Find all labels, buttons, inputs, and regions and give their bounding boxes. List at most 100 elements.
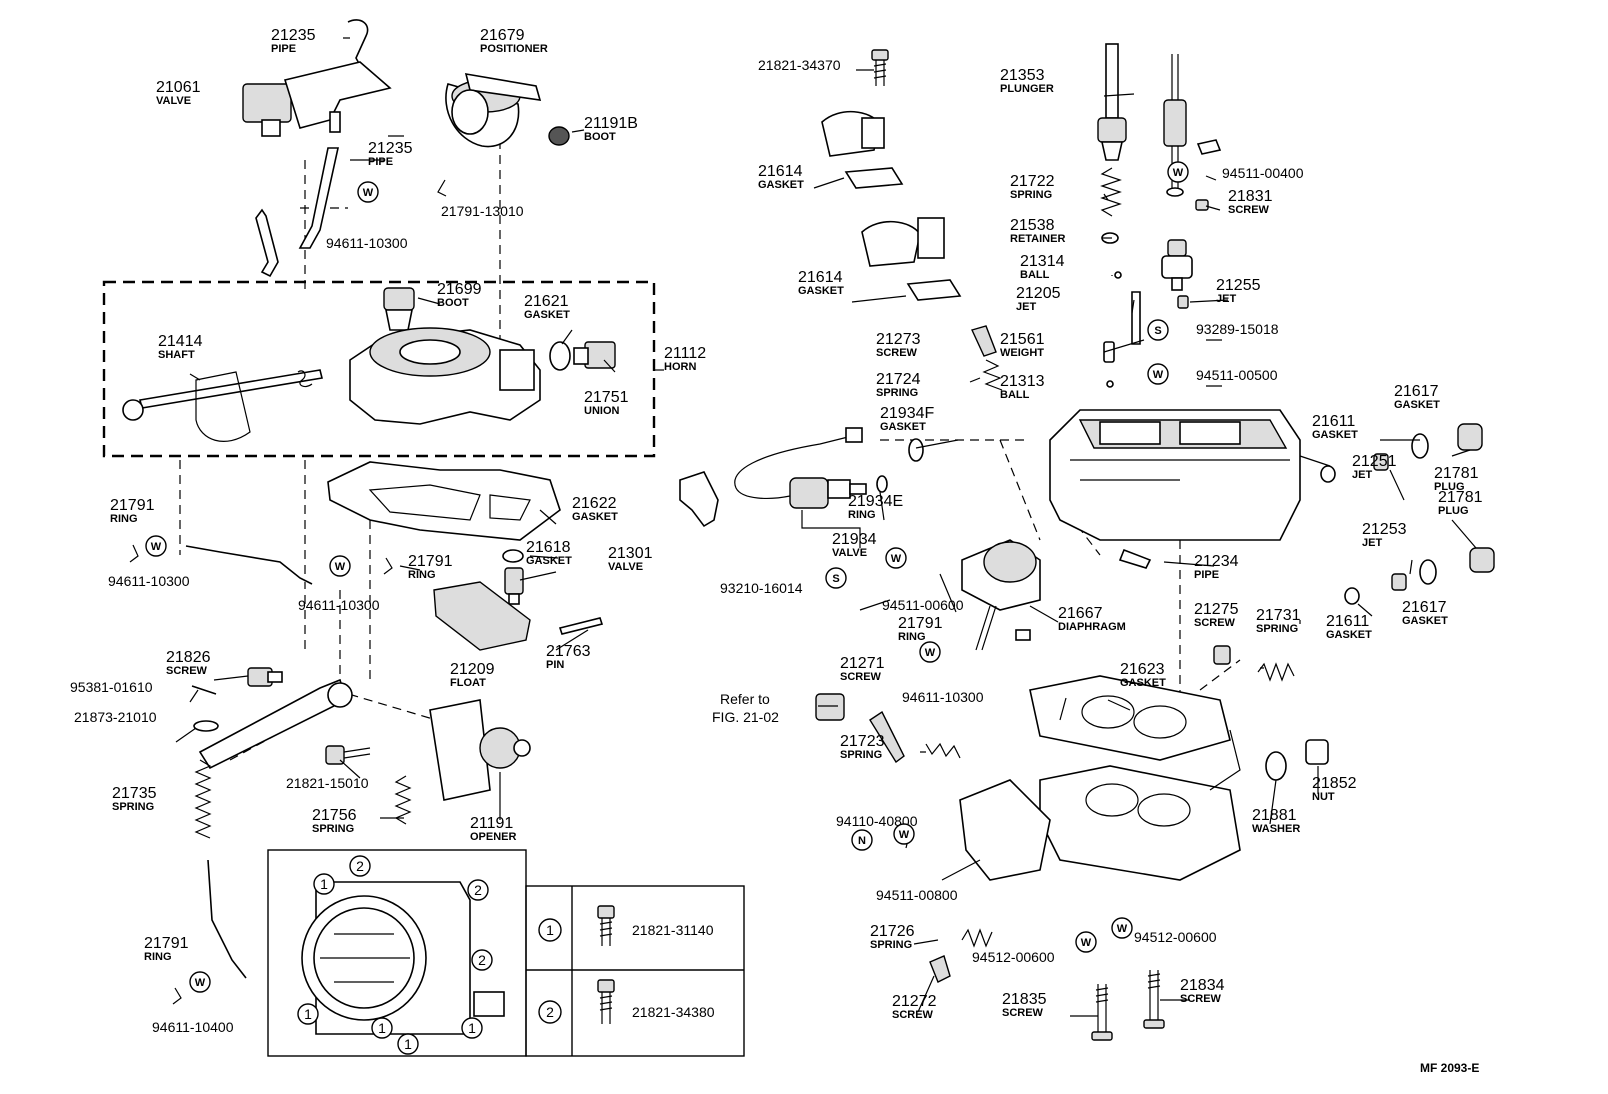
table-key-1: 1 <box>546 922 554 938</box>
part-number: 21272 <box>892 993 937 1010</box>
part-name: PIN <box>546 659 564 671</box>
spring-washer-symbol-icon <box>1147 319 1169 341</box>
washer-symbol-letter: W <box>1081 937 1092 949</box>
washer-symbol-letter: W <box>891 553 902 565</box>
part-number: 21275 <box>1194 601 1239 618</box>
jet-21251 <box>1373 453 1389 471</box>
part-number: 21313 <box>1000 373 1045 390</box>
part-name: JET <box>1016 301 1036 313</box>
throttle-body-detail <box>301 881 505 1035</box>
screw-21271 <box>869 710 905 764</box>
part-number: 21791 <box>110 497 155 514</box>
callout-94512-00600: 94512-00600 <box>1134 929 1217 945</box>
part-name: SCREW <box>840 671 882 683</box>
part-name: SCREW <box>876 347 918 359</box>
carburetor-body <box>1049 409 1301 541</box>
part-name: GASKET <box>758 179 804 191</box>
part-name: OPENER <box>470 831 517 843</box>
washer-symbol-letter: W <box>1173 167 1184 179</box>
part-name: GASKET <box>798 285 844 297</box>
part-number: 21235 <box>368 140 413 157</box>
part-number: 94511-00600 <box>882 597 964 613</box>
washer-symbol-icon <box>189 971 211 993</box>
part-number: 21253 <box>1362 521 1407 538</box>
nut-symbol-letter: N <box>858 835 866 847</box>
part-name: SPRING <box>1256 623 1298 635</box>
pin-21763 <box>558 617 604 635</box>
washer-symbol-icon <box>357 181 379 203</box>
part-number: 21621 <box>524 293 569 310</box>
horn-assembly-box <box>102 280 656 458</box>
part-number: 93210-16014 <box>720 580 803 596</box>
callout-94511-00500: 94511-00500 <box>1196 367 1278 383</box>
part-name: GASKET <box>1312 429 1358 441</box>
part-number: 21852 <box>1312 775 1357 792</box>
screw-21272 <box>929 955 951 983</box>
part-number: 21273 <box>876 331 921 348</box>
callout-93289-15018: 93289-15018 <box>1196 321 1279 337</box>
part-number: 21821-15010 <box>286 775 369 791</box>
part-name: VALVE <box>832 547 867 559</box>
callout-93210-16014: 93210-16014 <box>720 580 803 596</box>
callout-94511-00800: 94511-00800 <box>876 887 958 903</box>
part-number: 21301 <box>608 545 653 562</box>
part-number: 21205 <box>1016 285 1061 302</box>
detail-marker: 1 <box>404 1036 412 1052</box>
part-name: JET <box>1216 293 1236 305</box>
nut-symbol-icon <box>851 829 873 851</box>
washer-symbol-letter: W <box>335 561 346 573</box>
screw-21821-15010 <box>325 745 371 765</box>
spring-21731 <box>1257 662 1295 682</box>
detail-marker-circle <box>313 873 335 895</box>
callout-94511-00600: 94511-00600 <box>882 597 964 613</box>
washer-symbol-letter: W <box>1117 923 1128 935</box>
part-name: JET <box>1362 537 1382 549</box>
callout-21821-34370: 21821-34370 <box>758 57 841 73</box>
part-name: GASKET <box>880 421 926 433</box>
part-number: 21561 <box>1000 331 1045 348</box>
callout-94512-00600: 94512-00600 <box>972 949 1055 965</box>
part-name: WEIGHT <box>1000 347 1044 359</box>
screw-21831 <box>1195 199 1209 211</box>
part-number: 21751 <box>584 389 629 406</box>
spring-21723 <box>925 742 961 759</box>
detail-marker-circle <box>297 1003 319 1025</box>
detail-marker: 2 <box>478 952 486 968</box>
part-number: 21667 <box>1058 605 1103 622</box>
table-key-2-marker <box>538 1000 562 1024</box>
part-name: FLOAT <box>450 677 486 689</box>
gasket-21622 <box>327 461 561 541</box>
pipe-21234 <box>1118 548 1152 569</box>
throttle-body-lower <box>959 729 1241 881</box>
washer-symbol-icon <box>1147 363 1169 385</box>
gasket-21934f <box>908 438 924 462</box>
spring-21726 <box>961 928 993 948</box>
part-name: PLUG <box>1434 481 1465 493</box>
detail-marker: 2 <box>474 882 482 898</box>
table-part-2: 21821-34380 <box>632 1004 715 1020</box>
table-key-1-marker <box>538 918 562 942</box>
part-number: 21614 <box>798 269 843 286</box>
washer-symbol-icon <box>145 535 167 557</box>
detail-marker-circle <box>461 1017 483 1039</box>
spring-washer-symbol-letter: S <box>1154 325 1161 337</box>
part-name: SCREW <box>1228 204 1270 216</box>
gasket-21611-bottom <box>1344 587 1360 605</box>
boot-21191b <box>548 126 570 146</box>
